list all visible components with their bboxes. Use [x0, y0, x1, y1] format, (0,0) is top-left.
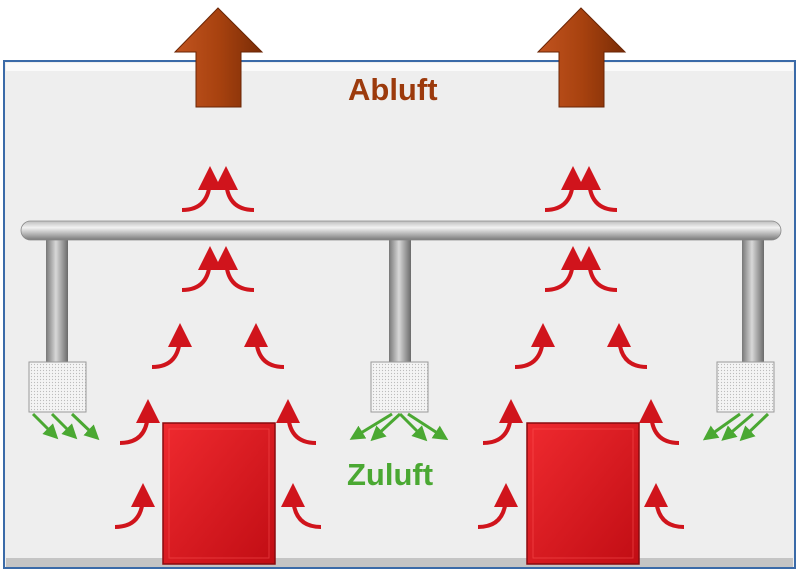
warm-air-arrow	[276, 399, 317, 445]
warm-air-arrow	[544, 246, 585, 292]
warm-air-arrow	[544, 166, 585, 212]
diffuser-left	[28, 361, 87, 413]
warm-air-arrow	[281, 483, 322, 529]
warm-air-arrow	[607, 323, 648, 369]
exhaust-arrow-left	[173, 7, 264, 108]
warm-air-arrow	[639, 399, 680, 445]
warm-air-arrow	[119, 399, 160, 445]
exhaust-label: Abluft	[348, 72, 438, 107]
warm-air-arrow	[151, 323, 192, 369]
warm-air-arrow	[477, 483, 518, 529]
warm-air-arrow	[181, 166, 222, 212]
supply-air-arrows	[31, 412, 770, 442]
warm-air-arrow	[577, 166, 618, 212]
exhaust-arrow-right	[536, 7, 627, 108]
warm-air-arrow	[214, 166, 255, 212]
warm-air-arrow	[577, 246, 618, 292]
diffuser-right	[716, 361, 775, 413]
supply-label: Zuluft	[347, 457, 434, 492]
warm-air-arrows	[114, 166, 685, 529]
heat-source-left	[162, 422, 276, 565]
warm-air-arrow	[181, 246, 222, 292]
warm-air-arrow	[244, 323, 285, 369]
warm-air-arrow	[482, 399, 523, 445]
warm-air-arrow	[114, 483, 155, 529]
warm-air-arrow	[644, 483, 685, 529]
warm-air-arrow	[514, 323, 555, 369]
heat-source-right	[526, 422, 640, 565]
supply-duct	[20, 220, 782, 362]
diffuser-middle	[370, 361, 429, 413]
warm-air-arrow	[214, 246, 255, 292]
